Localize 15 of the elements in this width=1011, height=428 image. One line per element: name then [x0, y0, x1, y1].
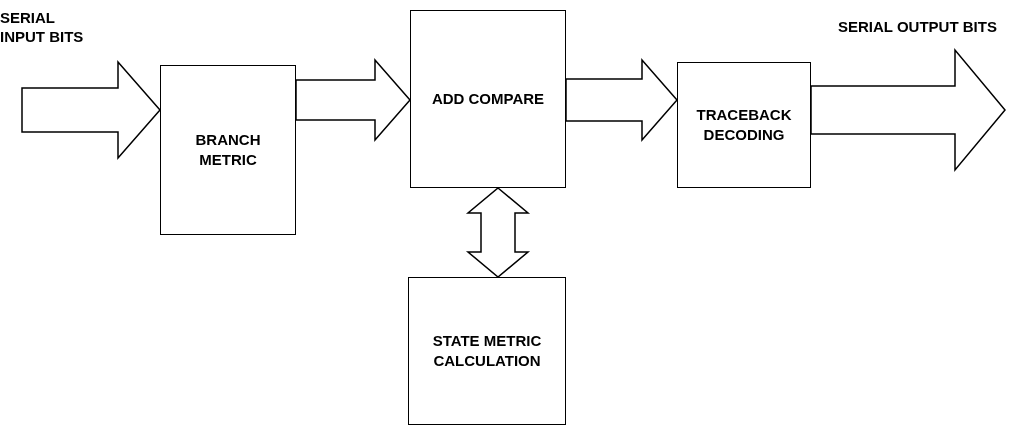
process-box — [160, 65, 296, 235]
block-arrow — [21, 60, 161, 160]
block-label: TRACEBACK DECODING — [695, 105, 793, 145]
signal-label: SERIAL INPUT BITS — [0, 8, 85, 46]
block-label: ADD COMPARE — [431, 89, 545, 109]
process-box — [410, 10, 566, 188]
signal-label: SERIAL OUTPUT BITS — [838, 17, 998, 36]
process-box — [408, 277, 566, 425]
block-label: BRANCH METRIC — [194, 130, 262, 170]
block-arrow — [465, 187, 531, 278]
process-box — [677, 62, 811, 188]
block-arrow — [565, 58, 678, 142]
block-label: STATE METRIC CALCULATION — [431, 331, 543, 371]
block-arrow — [295, 58, 411, 142]
block-arrow — [810, 47, 1006, 173]
